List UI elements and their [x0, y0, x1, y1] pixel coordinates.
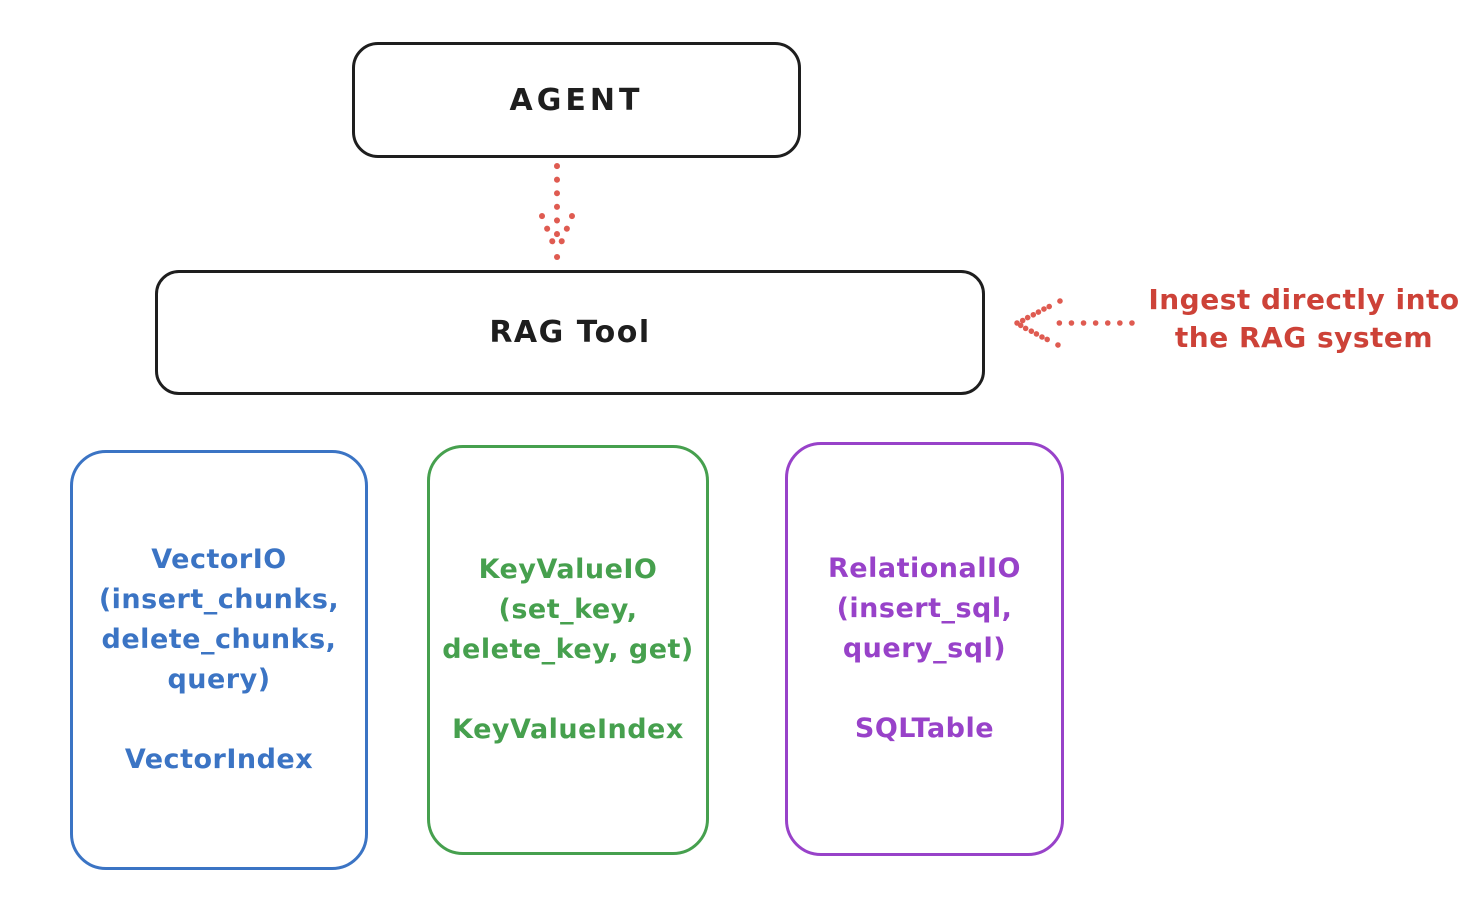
- spacer: [828, 669, 1021, 709]
- relational-io-line: query_sql): [842, 633, 1007, 664]
- keyvalue-io-box: KeyValueIO (set_key, delete_key, get) Ke…: [427, 445, 709, 855]
- agent-box: AGENT: [352, 42, 801, 158]
- rag-tool-label: RAG Tool: [489, 315, 651, 350]
- dotted-down-arrow-icon: [539, 163, 575, 260]
- vector-io-line: query): [167, 664, 271, 695]
- dotted-left-arrow-icon: [1014, 298, 1135, 348]
- vector-io-box: VectorIO (insert_chunks, delete_chunks, …: [70, 450, 368, 870]
- vector-index-label: VectorIndex: [124, 744, 314, 775]
- relational-io-line: (insert_sql,: [836, 593, 1013, 624]
- agent-label: AGENT: [509, 82, 644, 118]
- vector-io-line: delete_chunks,: [101, 624, 337, 655]
- vector-io-text: VectorIO (insert_chunks, delete_chunks, …: [99, 540, 339, 780]
- keyvalue-io-line: delete_key, get): [442, 634, 694, 665]
- rag-tool-box: RAG Tool: [155, 270, 985, 395]
- spacer: [99, 700, 339, 740]
- relational-io-text: RelationalIO (insert_sql, query_sql) SQL…: [828, 549, 1021, 749]
- keyvalue-io-line: KeyValueIO: [478, 554, 658, 585]
- sqltable-label: SQLTable: [854, 713, 995, 744]
- keyvalue-index-label: KeyValueIndex: [452, 714, 684, 745]
- relational-io-box: RelationalIO (insert_sql, query_sql) SQL…: [785, 442, 1064, 856]
- relational-io-line: RelationalIO: [828, 553, 1021, 584]
- ingest-annotation: Ingest directly into the RAG system: [1132, 281, 1476, 357]
- vector-io-line: (insert_chunks,: [98, 584, 340, 615]
- keyvalue-io-text: KeyValueIO (set_key, delete_key, get) Ke…: [442, 550, 694, 750]
- ingest-annotation-line-1: Ingest directly into: [1148, 283, 1460, 316]
- spacer: [442, 670, 694, 710]
- ingest-annotation-line-2: the RAG system: [1174, 321, 1434, 354]
- keyvalue-io-line: (set_key,: [498, 594, 638, 625]
- vector-io-line: VectorIO: [151, 544, 287, 575]
